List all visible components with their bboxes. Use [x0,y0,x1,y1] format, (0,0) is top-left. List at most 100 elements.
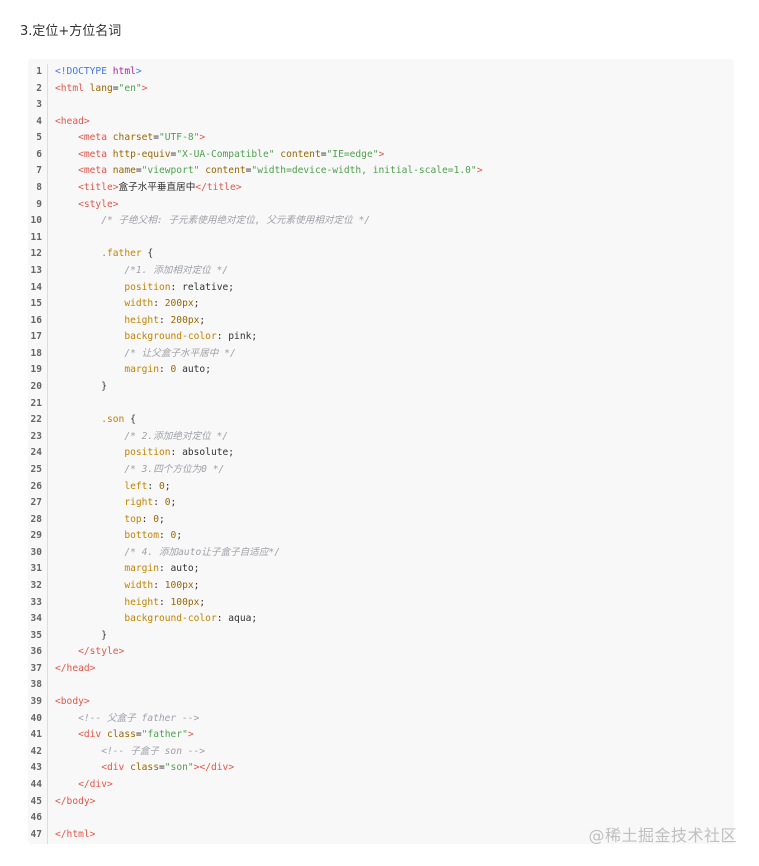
code-token-prop: left [124,480,148,492]
code-token-plain [55,182,78,193]
code-line: position: absolute; [55,445,234,461]
code-token-tag: > [187,729,194,741]
code-token-plain [55,447,124,458]
code-line: margin: auto; [55,561,199,577]
code-token-plain: { [141,248,154,260]
line-number: 43 [30,762,42,774]
code-line: </div> [55,777,113,793]
code-token-tag: <body> [55,696,90,708]
code-line: } [55,628,107,644]
code-token-tag: <div [101,762,131,774]
line-number: 32 [30,579,42,591]
code-token-plain [55,165,78,176]
line-number: 45 [30,795,42,807]
code-token-comment: /* 2.添加绝对定位 */ [124,430,229,442]
code-token-tag: > [378,148,385,160]
code-token-plain [55,248,101,259]
line-number: 29 [30,530,42,542]
code-token-tag: <meta [78,148,113,160]
code-token-plain: 盒子水平垂直居中 [118,182,196,194]
line-number: 15 [30,298,42,310]
code-line: <div class="son"></div> [55,760,234,776]
line-number: 40 [30,712,42,724]
code-token-plain [55,464,124,475]
code-token-prop: height [124,314,159,326]
line-number: 17 [30,331,42,343]
code-token-plain [55,149,78,160]
code-token-prop: position [124,447,171,459]
code-token-plain [55,746,101,757]
line-number: 20 [30,381,42,393]
code-token-prop: width [124,579,154,591]
line-number: 47 [30,828,42,840]
code-token-comment: /* 4. 添加auto让子盒子自适应*/ [124,546,280,558]
code-token-comment: /* 3.四个方位为0 */ [124,463,225,475]
code-token-plain [55,779,78,790]
code-token-prop: right [124,497,154,509]
code-token-selector: .father [101,248,142,260]
code-line: top: 0; [55,512,164,528]
code-token-plain: : [153,298,165,310]
code-line: </html> [55,827,95,843]
line-number: 37 [30,662,42,674]
code-token-tag: </head> [55,662,96,674]
watermark: @稀土掘金技术社区 [588,826,737,845]
code-token-plain [55,563,124,574]
code-token-plain: ; [176,530,183,542]
code-line: .son { [55,412,136,428]
code-token-prop: bottom [124,530,159,542]
code-line: <style> [55,197,118,213]
line-number: 16 [30,314,42,326]
code-token-string: "en" [118,82,142,94]
line-number: 10 [30,215,42,227]
code-line: <body> [55,694,90,710]
code-line: <!DOCTYPE html> [55,64,142,80]
code-token-prop: top [124,513,142,525]
code-line: margin: 0 auto; [55,362,211,378]
code-token-doctype: > [135,66,142,77]
code-token-tag: <head> [55,115,90,127]
code-token-attr: content [280,148,321,160]
code-line: /* 3.四个方位为0 */ [55,462,224,478]
code-token-attr: lang [89,82,113,94]
code-line: height: 100px; [55,595,205,611]
code-token-plain [55,597,124,608]
code-token-plain [55,514,124,525]
code-token-plain: : relative; [170,281,235,293]
code-token-plain [55,497,124,508]
code-token-plain: : [153,497,165,509]
line-number: 34 [30,613,42,625]
code-line: /* 2.添加绝对定位 */ [55,429,228,445]
code-token-tag: <title> [78,182,119,194]
code-token-tag: > [199,132,206,144]
code-token-comment: <!-- 父盒子 father --> [78,712,200,724]
code-token-tag: > [141,82,148,94]
code-line: } [55,379,107,395]
code-token-tag: <div [78,729,107,741]
code-token-string: "IE=edge" [326,148,379,160]
code-token-plain: = [245,165,252,177]
code-token-plain [55,315,124,326]
line-number: 22 [30,414,42,426]
line-number: 41 [30,729,42,741]
code-token-plain: = [170,148,177,160]
code-line: /*1. 添加相对定位 */ [55,263,228,279]
code-token-prop: margin [124,364,159,376]
code-token-plain: : auto; [158,563,200,575]
code-token-plain: ; [199,314,206,326]
code-token-attr: class [107,729,136,741]
code-token-plain: ; [164,480,171,492]
code-token-plain: } [55,381,107,393]
code-line: </style> [55,644,124,660]
code-token-tag: </div> [78,778,113,790]
code-token-comment: /*1. 添加相对定位 */ [124,264,229,276]
code-token-plain [55,364,124,375]
code-token-string: "UTF-8" [158,132,200,144]
code-token-number: 200px [170,314,200,326]
code-token-plain: } [55,629,107,641]
line-number: 35 [30,629,42,641]
code-token-plain: : [158,314,171,326]
code-token-plain: ; [193,579,200,591]
